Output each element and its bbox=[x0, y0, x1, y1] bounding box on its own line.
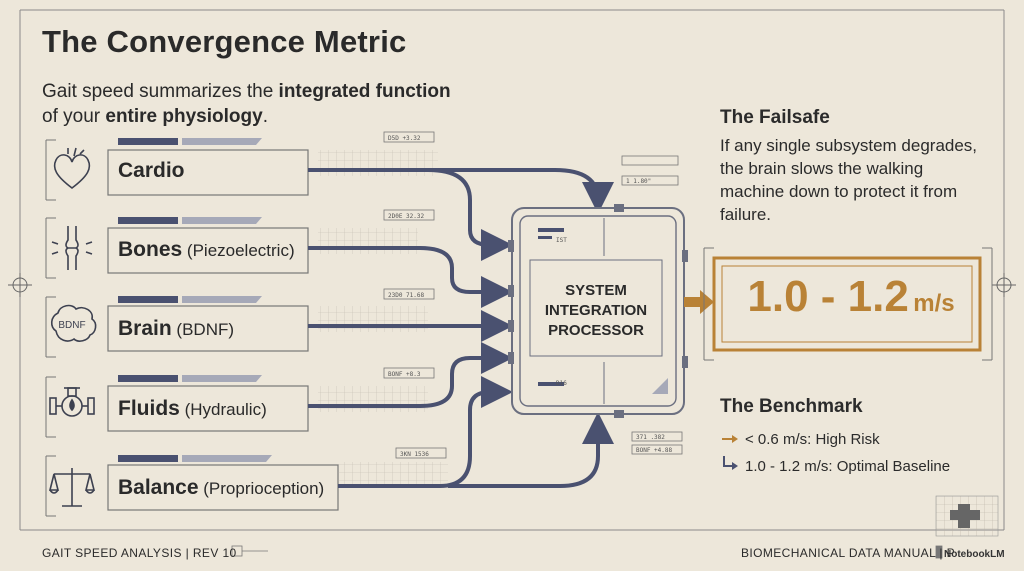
speed-unit: m/s bbox=[913, 290, 955, 317]
processor-box bbox=[508, 204, 688, 418]
module-name: Cardio bbox=[118, 159, 185, 182]
benchmark-item-high-risk: < 0.6 m/s: High Risk bbox=[745, 431, 880, 448]
module-name: Brain bbox=[118, 317, 172, 340]
tag-text-0: D5D +3.32 bbox=[388, 135, 421, 142]
footer-left: GAIT SPEED ANALYSIS | REV 10 bbox=[42, 546, 237, 560]
tag-text-3: BONF +8.3 bbox=[388, 371, 421, 378]
module-name: Bones bbox=[118, 238, 183, 261]
processor-tag-2: D16 bbox=[556, 380, 567, 387]
module-brain bbox=[45, 296, 309, 358]
flow-lines bbox=[308, 168, 614, 488]
tag-text-4: 3KN 1536 bbox=[400, 451, 429, 458]
module-name: Balance bbox=[118, 476, 199, 499]
output-arrow bbox=[684, 290, 714, 314]
footer-decor bbox=[231, 545, 943, 559]
flow-bones bbox=[308, 246, 513, 308]
subtitle-text-1: Gait speed summarizes the bbox=[42, 81, 279, 102]
module-tags bbox=[383, 131, 447, 459]
module-bones bbox=[45, 217, 309, 279]
module-cardio bbox=[45, 138, 309, 201]
brain-icon-text: BDNF bbox=[58, 320, 85, 331]
page-frame bbox=[19, 9, 1005, 531]
speed-range: 1.0 - 1.2 bbox=[747, 272, 909, 321]
module-fluids bbox=[45, 375, 309, 438]
benchmark-heading: The Benchmark bbox=[720, 396, 863, 417]
subtitle-text-2: of your bbox=[42, 106, 106, 127]
failsafe-body: If any single subsystem degrades, the br… bbox=[720, 136, 978, 224]
processor-tag-1: IST bbox=[556, 237, 567, 244]
gait-speed-value: 1.0 - 1.2 m/s bbox=[722, 272, 980, 322]
flow-balance-to-processor bbox=[448, 412, 614, 488]
corner-grid bbox=[935, 495, 999, 537]
right-arrow-icon bbox=[722, 435, 738, 443]
module-tag-texts: D5D +3.32 2D0E 32.32 23D0 71.68 BONF +8.… bbox=[388, 135, 429, 458]
speed-box bbox=[703, 247, 993, 361]
heart-icon bbox=[53, 147, 91, 190]
module-label-bones: Bones (Piezoelectric) bbox=[118, 238, 295, 262]
tag-text-1: 2D0E 32.32 bbox=[388, 213, 425, 220]
processor-tags: 1 1.80" IST D16 371 .382 BONF +4.88 bbox=[556, 155, 683, 455]
brain-icon: BDNF bbox=[50, 304, 97, 342]
flow-fluids bbox=[308, 342, 513, 408]
scales-icon bbox=[48, 468, 96, 507]
module-name: Fluids bbox=[118, 397, 180, 420]
flow-cardio-to-processor bbox=[308, 168, 614, 214]
module-subtitle: (Piezoelectric) bbox=[182, 241, 295, 260]
water-pump-icon bbox=[49, 387, 95, 417]
benchmark-item-optimal: 1.0 - 1.2 m/s: Optimal Baseline bbox=[745, 458, 951, 475]
module-label-fluids: Fluids (Hydraulic) bbox=[118, 397, 267, 421]
tag-text-2: 23D0 71.68 bbox=[388, 292, 425, 299]
processor-line-2: INTEGRATION bbox=[544, 302, 648, 319]
module-label-balance: Balance (Proprioception) bbox=[118, 476, 324, 500]
module-label-brain: Brain (BDNF) bbox=[118, 317, 234, 341]
processor-label: SYSTEM INTEGRATION PROCESSOR bbox=[528, 281, 664, 341]
flow-cardio-branch bbox=[427, 168, 513, 261]
crosshair-left bbox=[8, 273, 32, 297]
module-subtitle: (BDNF) bbox=[171, 320, 235, 339]
processor-line-3: PROCESSOR bbox=[548, 322, 644, 339]
processor-tag-0: 1 1.80" bbox=[626, 178, 651, 185]
subtitle-bold-2: entire physiology bbox=[105, 106, 263, 127]
processor-tag-4: BONF +4.88 bbox=[636, 447, 673, 454]
footer-right: BIOMECHANICAL DATA MANUAL | P bbox=[741, 546, 956, 560]
module-grids bbox=[318, 150, 448, 488]
brand-label: NotebookLM bbox=[944, 549, 1005, 560]
turn-right-arrow-icon bbox=[723, 456, 738, 470]
page-title: The Convergence Metric bbox=[42, 24, 407, 59]
page-subtitle: Gait speed summarizes the integrated fun… bbox=[42, 79, 451, 129]
module-subtitle: (Hydraulic) bbox=[179, 400, 267, 419]
module-label-cardio: Cardio bbox=[118, 159, 185, 183]
subtitle-bold-1: integrated function bbox=[278, 81, 451, 102]
processor-line-1: SYSTEM bbox=[565, 282, 627, 299]
processor-tag-3: 371 .382 bbox=[636, 434, 665, 441]
subtitle-text-3: . bbox=[262, 106, 268, 127]
failsafe-heading: The Failsafe bbox=[720, 107, 830, 128]
bone-joint-icon bbox=[51, 226, 93, 270]
module-subtitle: (Proprioception) bbox=[198, 479, 325, 498]
crosshair-right bbox=[992, 273, 1016, 297]
